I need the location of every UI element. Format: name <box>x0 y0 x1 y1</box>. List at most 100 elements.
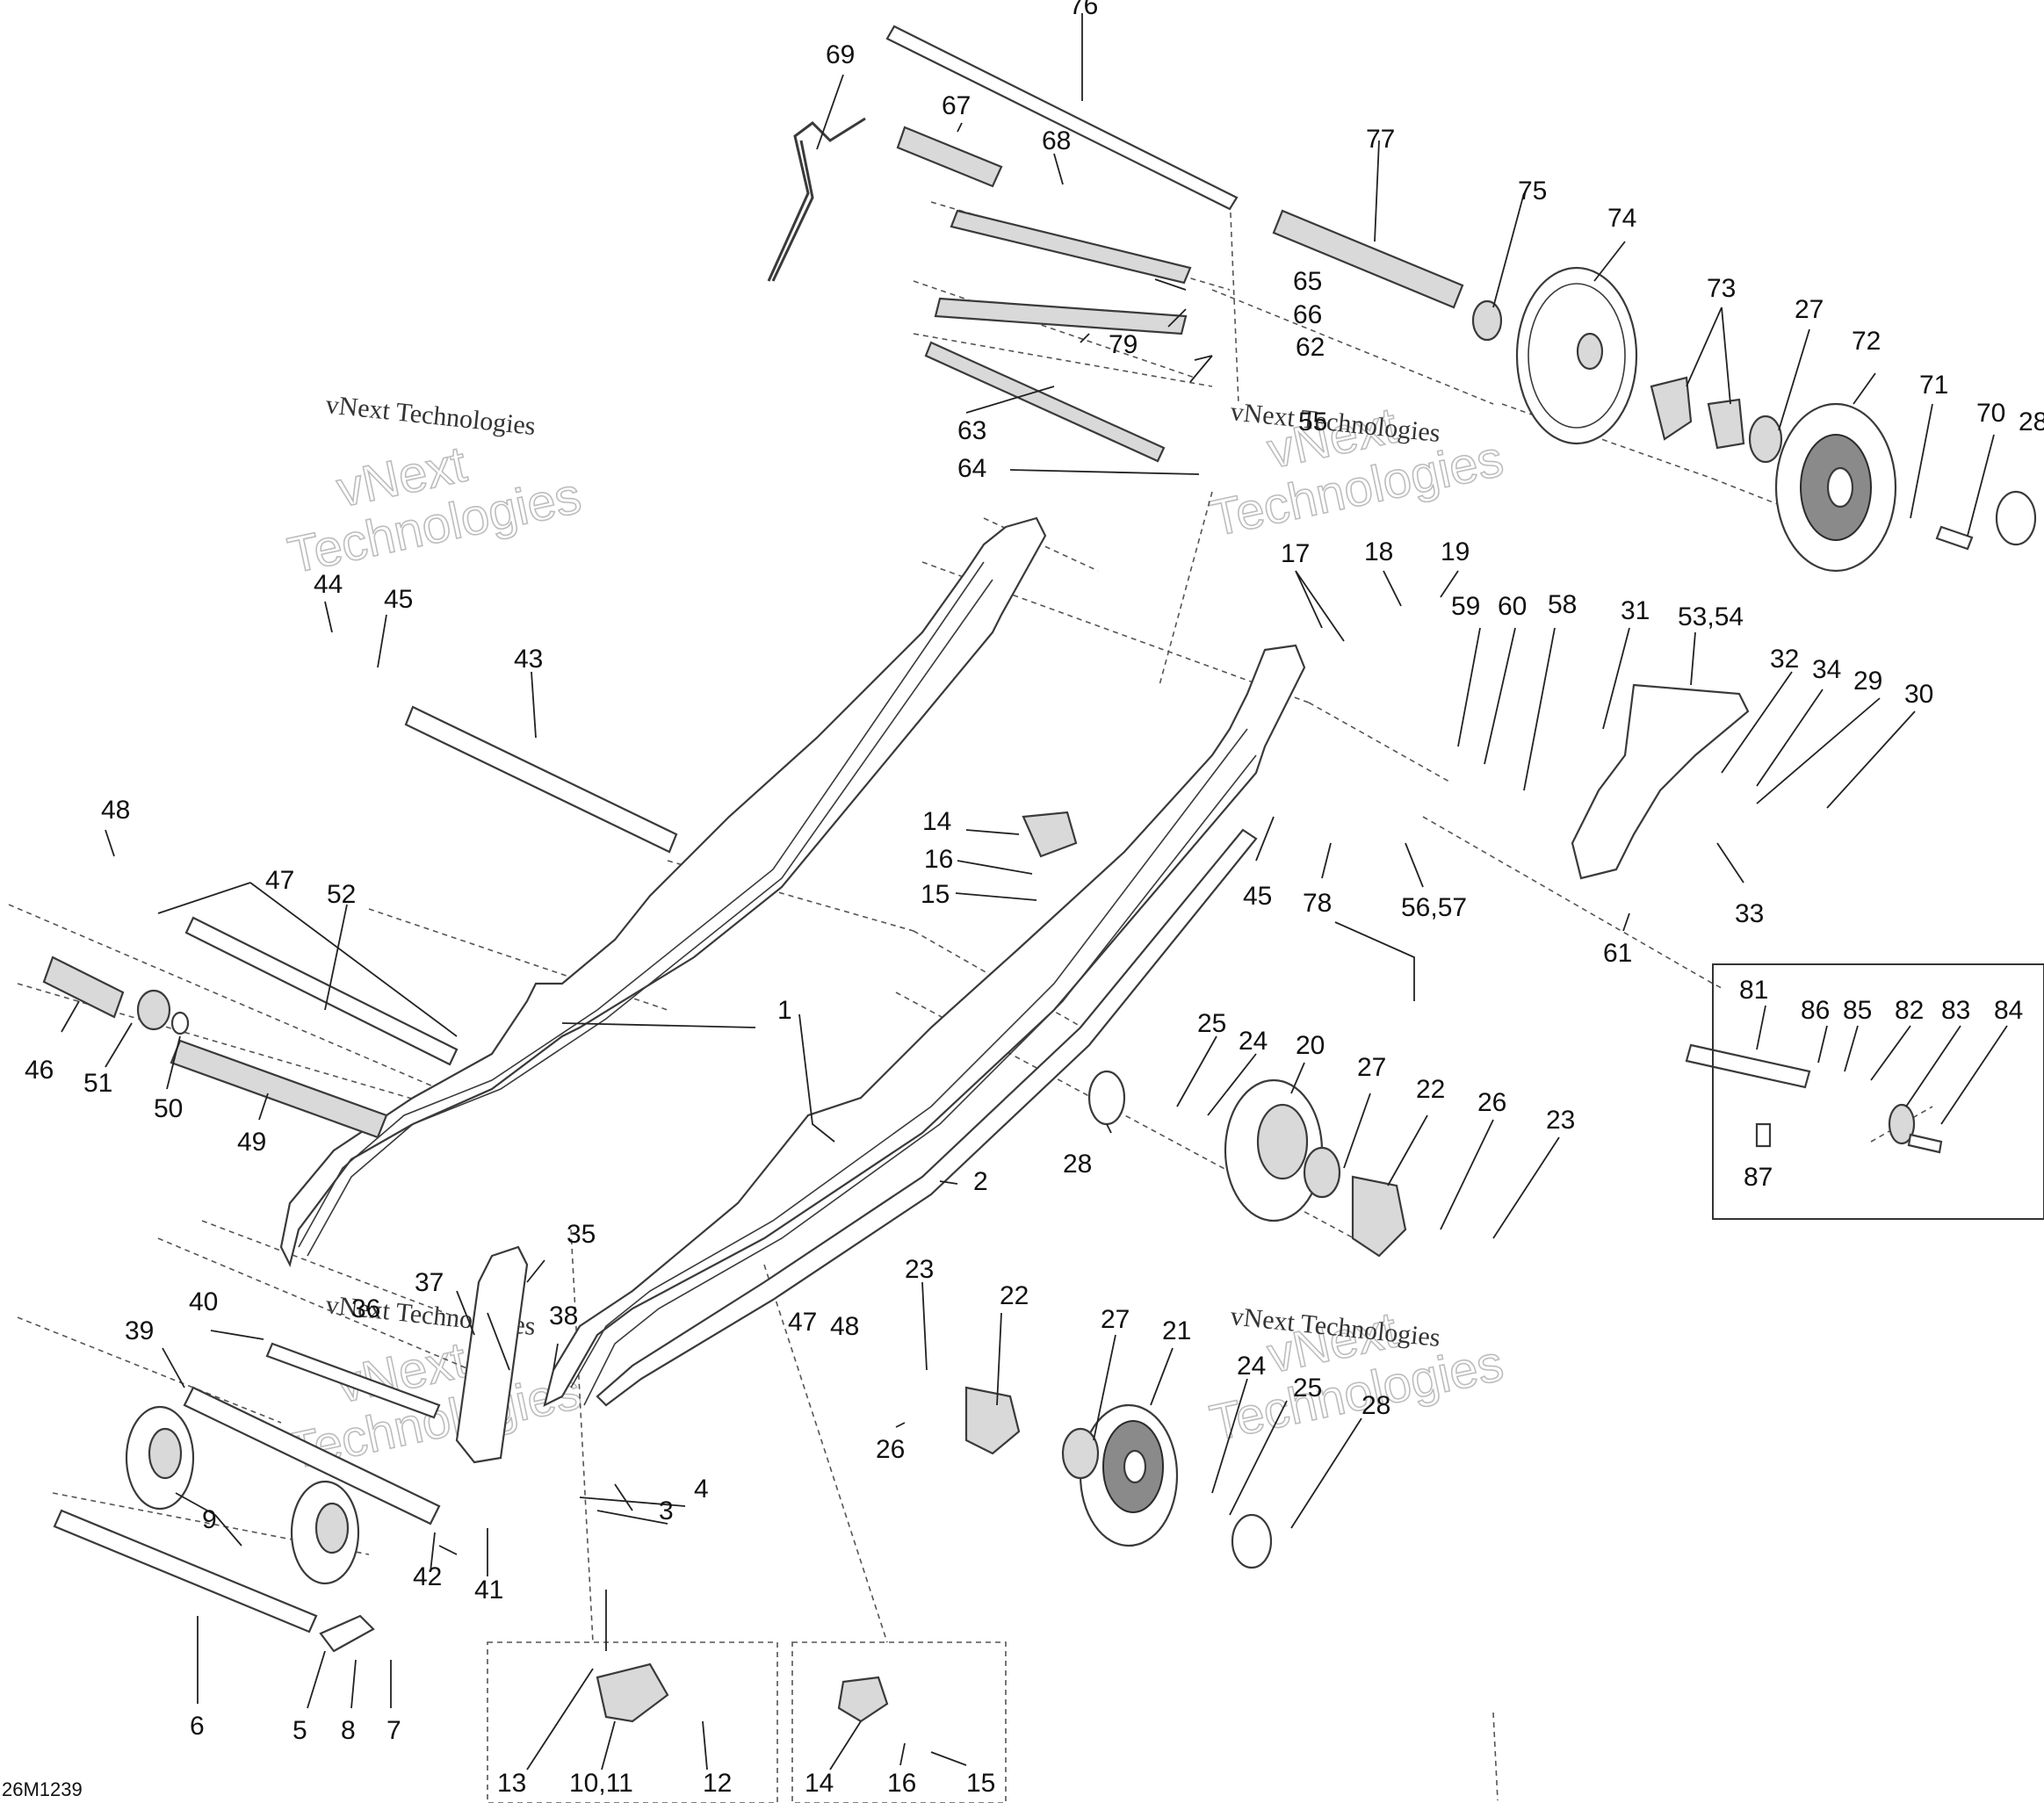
callout-18: 18 <box>1364 537 1393 566</box>
callout-72: 72 <box>1852 327 1881 356</box>
callout-2: 2 <box>973 1167 988 1196</box>
callout-47: 47 <box>265 866 294 895</box>
callout-21: 21 <box>1162 1316 1191 1345</box>
callout-5: 5 <box>293 1716 307 1745</box>
callout-83: 83 <box>1941 996 1970 1025</box>
callout-26b: 26 <box>876 1435 905 1464</box>
slider-14 <box>1022 811 1078 858</box>
bearing-73b <box>1707 398 1745 450</box>
callout-74: 74 <box>1607 204 1636 233</box>
callout-55: 55 <box>1298 407 1327 436</box>
washer-27-top <box>1748 415 1783 464</box>
callout-3: 3 <box>659 1496 674 1525</box>
callout-4: 4 <box>694 1475 709 1504</box>
callout-67: 67 <box>942 91 971 120</box>
callout-24b: 24 <box>1237 1352 1266 1381</box>
callout-16: 16 <box>924 845 953 874</box>
callout-12: 12 <box>703 1769 732 1798</box>
callout-60: 60 <box>1498 592 1527 621</box>
idler-wheel-74 <box>1515 266 1638 445</box>
callout-25b: 25 <box>1293 1374 1322 1403</box>
inset-slider-14-16 <box>791 1641 1007 1803</box>
callout-16b: 16 <box>887 1769 916 1798</box>
parts <box>42 25 2037 1723</box>
callout-45b: 45 <box>1243 882 1272 911</box>
pin-87 <box>1755 1122 1772 1148</box>
washer-50 <box>170 1011 190 1035</box>
callout-28b: 28 <box>1063 1150 1092 1179</box>
callout-85: 85 <box>1843 996 1872 1025</box>
callout-71: 71 <box>1919 371 1948 400</box>
callout-33: 33 <box>1735 899 1764 928</box>
bearing-73a <box>1650 376 1693 441</box>
callout-51: 51 <box>83 1069 112 1098</box>
callout-44: 44 <box>314 570 343 599</box>
callout-19: 19 <box>1441 537 1470 566</box>
callout-25: 25 <box>1197 1009 1226 1038</box>
callout-31: 31 <box>1621 596 1650 625</box>
callout-30: 30 <box>1904 680 1933 709</box>
callout-7: 7 <box>386 1716 401 1745</box>
callout-27c: 27 <box>1101 1305 1130 1334</box>
callout-86: 86 <box>1801 996 1830 1025</box>
rod-43 <box>404 705 678 854</box>
callout-8: 8 <box>341 1716 356 1745</box>
plate-5 <box>319 1614 375 1653</box>
callout-14: 14 <box>922 807 951 836</box>
bogie-bracket-22b <box>964 1386 1021 1455</box>
callout-87: 87 <box>1744 1163 1773 1192</box>
callout-23: 23 <box>1546 1106 1575 1135</box>
rail-left <box>279 516 1047 1268</box>
callout-82: 82 <box>1895 996 1924 1025</box>
callout-17: 17 <box>1281 539 1310 568</box>
callout-63: 63 <box>957 416 986 445</box>
callout-53-54: 53,54 <box>1678 602 1744 631</box>
inset-bracket-10-13 <box>487 1641 778 1803</box>
callout-81: 81 <box>1739 976 1768 1005</box>
inset-boxes <box>487 963 2044 1803</box>
leader-lines <box>61 13 2008 1771</box>
callout-48b: 48 <box>830 1312 859 1341</box>
callout-26: 26 <box>1477 1088 1506 1117</box>
callout-66: 66 <box>1293 300 1322 329</box>
cap-28-bottom <box>1231 1513 1273 1569</box>
callout-35: 35 <box>567 1220 596 1249</box>
axle-40 <box>265 1342 441 1419</box>
callout-1: 1 <box>777 996 792 1025</box>
rod-76 <box>885 25 1239 211</box>
washer-27-mid <box>1303 1146 1341 1199</box>
callout-39: 39 <box>125 1316 154 1345</box>
callout-22: 22 <box>1416 1075 1445 1104</box>
watermark-small: vNext Technologies <box>324 390 537 441</box>
callout-70: 70 <box>1976 399 2005 428</box>
callout-10-11: 10,11 <box>569 1769 633 1798</box>
rod-66 <box>934 297 1188 335</box>
shaft-6 <box>53 1509 318 1634</box>
rod-67 <box>896 126 1003 188</box>
callout-65: 65 <box>1293 267 1322 296</box>
callout-50: 50 <box>154 1094 183 1123</box>
cap-28-top <box>1995 490 2037 546</box>
bogie-bracket-22a <box>1351 1175 1407 1258</box>
callout-29: 29 <box>1853 667 1882 696</box>
callout-47b: 47 <box>788 1308 817 1337</box>
spring-69 <box>767 117 866 282</box>
callout-43: 43 <box>514 645 543 674</box>
callout-68: 68 <box>1042 126 1071 155</box>
callout-13: 13 <box>497 1769 526 1798</box>
callout-75: 75 <box>1518 177 1547 206</box>
callout-41: 41 <box>474 1576 503 1605</box>
callout-49: 49 <box>237 1128 266 1157</box>
rod-49 <box>170 1039 388 1139</box>
inset-hardware-81-87 <box>1712 963 2044 1220</box>
callout-45: 45 <box>384 585 413 614</box>
rod-52 <box>184 916 459 1066</box>
cap-28-mid <box>1087 1070 1126 1126</box>
callout-23b: 23 <box>905 1255 934 1284</box>
bolt-81 <box>1685 1043 1811 1089</box>
rod-65 <box>950 209 1192 285</box>
axle-39 <box>183 1386 441 1525</box>
rod-63 <box>924 341 1166 463</box>
callout-48: 48 <box>101 796 130 825</box>
